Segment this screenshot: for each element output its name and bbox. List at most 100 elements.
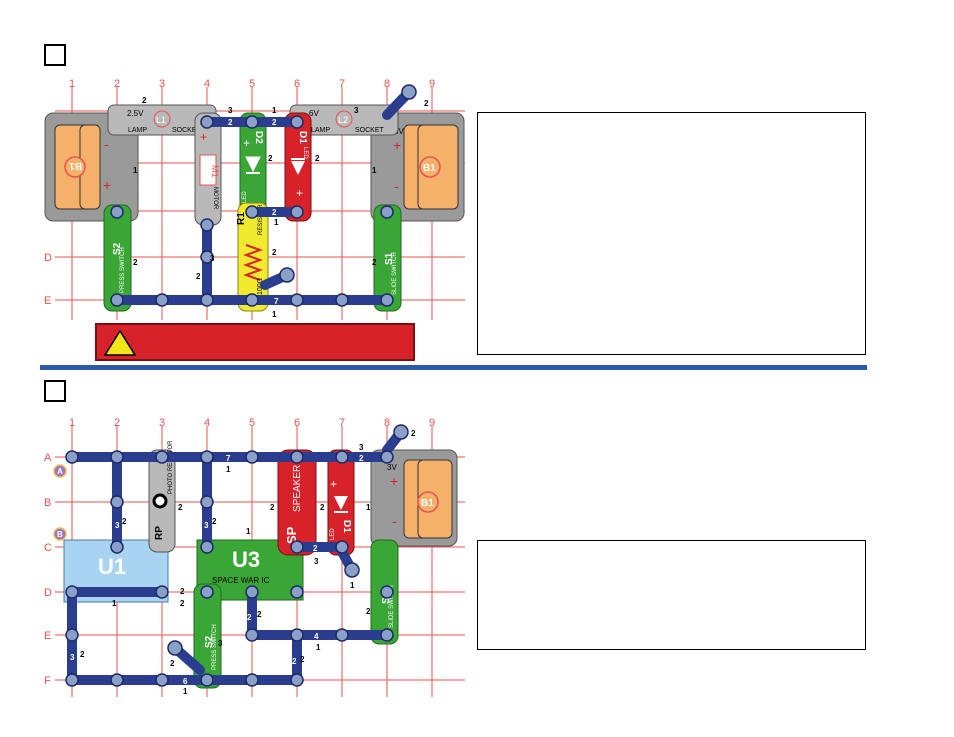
svg-text:2: 2 (411, 429, 416, 438)
svg-text:+: + (103, 177, 111, 193)
svg-text:2: 2 (228, 118, 233, 127)
svg-text:2: 2 (292, 657, 297, 666)
svg-text:2: 2 (424, 99, 429, 108)
col-label: 9 (429, 78, 435, 90)
battery-right: B1 + - 3V (370, 112, 465, 222)
svg-text:3: 3 (218, 639, 223, 648)
svg-text:2: 2 (268, 154, 273, 163)
svg-text:E: E (44, 630, 51, 642)
top-circuit-diagram: 1 2 3 4 5 6 7 8 9 D E B1 - + B1 + - 3V L… (44, 78, 465, 320)
svg-text:RP: RP (154, 526, 165, 540)
svg-text:6: 6 (183, 677, 188, 686)
svg-text:3: 3 (159, 417, 165, 429)
col-label: 1 (69, 78, 75, 90)
svg-text:A: A (57, 467, 63, 476)
svg-text:SOCKET: SOCKET (355, 127, 385, 134)
snap-points (65, 424, 409, 687)
svg-text:B1: B1 (423, 163, 436, 174)
marker-b: B (53, 527, 67, 541)
svg-text:F: F (44, 675, 51, 687)
svg-text:1: 1 (183, 687, 188, 696)
svg-text:1: 1 (316, 643, 321, 652)
svg-text:1: 1 (274, 218, 279, 227)
svg-text:2.5V: 2.5V (127, 109, 144, 118)
led-d1-red: D1 LED + (284, 112, 312, 222)
svg-text:2: 2 (270, 503, 275, 512)
notes-box-top (477, 112, 866, 355)
speaker-sp: SP SPEAKER (277, 449, 317, 556)
svg-text:B: B (57, 530, 63, 539)
col-label: 2 (114, 78, 120, 90)
svg-text:3: 3 (70, 653, 75, 662)
led-d1: D1 LED + (327, 449, 355, 556)
svg-text:3: 3 (359, 443, 364, 452)
svg-text:2: 2 (315, 154, 320, 163)
svg-text:3: 3 (314, 557, 319, 566)
col-label: 4 (204, 78, 210, 90)
svg-text:2: 2 (300, 655, 305, 664)
svg-text:PHOTO RESISTOR: PHOTO RESISTOR (168, 440, 174, 494)
svg-text:D: D (44, 587, 52, 599)
svg-text:7: 7 (226, 454, 231, 463)
snap-points (110, 84, 417, 307)
warning-banner (95, 323, 415, 361)
svg-text:-: - (104, 136, 109, 152)
svg-text:3: 3 (204, 521, 209, 530)
project-checkbox-bottom[interactable] (44, 380, 66, 402)
svg-text:2: 2 (257, 610, 262, 619)
svg-text:2: 2 (366, 607, 371, 616)
svg-text:2: 2 (80, 650, 85, 659)
svg-text:3: 3 (210, 254, 215, 263)
svg-text:3: 3 (354, 106, 359, 115)
svg-text:C: C (44, 542, 52, 554)
section-divider (40, 365, 867, 370)
svg-text:LED: LED (302, 147, 308, 159)
svg-text:RESISTOR: RESISTOR (258, 204, 264, 235)
col-label: 7 (339, 78, 345, 90)
svg-text:+: + (243, 136, 250, 150)
svg-text:+: + (330, 477, 337, 491)
svg-text:+: + (390, 473, 398, 489)
motor-m1: M1 MOTOR + (194, 112, 222, 226)
col-label: 8 (384, 78, 390, 90)
svg-text:2: 2 (272, 208, 277, 217)
svg-text:SLIDE SWITCH: SLIDE SWITCH (389, 585, 395, 628)
svg-text:LAMP: LAMP (128, 127, 147, 134)
svg-text:SLIDE SWITCH: SLIDE SWITCH (392, 252, 398, 295)
svg-text:S1: S1 (384, 252, 395, 265)
col-label: 6 (294, 78, 300, 90)
svg-text:M1: M1 (210, 165, 220, 178)
svg-text:8: 8 (384, 417, 390, 429)
row-label: E (44, 295, 51, 307)
svg-text:MOTOR: MOTOR (212, 187, 218, 210)
svg-text:U1: U1 (98, 554, 126, 579)
svg-text:LED: LED (330, 528, 336, 540)
svg-text:2: 2 (114, 417, 120, 429)
svg-text:SPACE WAR IC: SPACE WAR IC (212, 576, 270, 585)
svg-text:1: 1 (133, 166, 138, 175)
battery-left: B1 - + (44, 112, 139, 222)
svg-text:PRESS SWITCH: PRESS SWITCH (120, 247, 126, 293)
press-switch-s2: S2 PRESS SWITCH (103, 204, 132, 312)
svg-text:S2: S2 (112, 242, 123, 255)
press-switch-s2: S2 PRESS SWITCH (193, 583, 222, 689)
svg-text:L1: L1 (156, 115, 166, 125)
col-label: 3 (159, 78, 165, 90)
svg-text:1: 1 (272, 310, 277, 319)
svg-text:SP: SP (284, 526, 299, 544)
svg-text:2: 2 (180, 599, 185, 608)
marker-a: A (53, 464, 67, 478)
svg-text:D1: D1 (297, 131, 308, 144)
svg-text:3V: 3V (394, 127, 404, 136)
svg-text:7: 7 (339, 417, 345, 429)
svg-text:1: 1 (246, 527, 251, 536)
svg-text:B: B (44, 497, 51, 509)
svg-text:L2: L2 (338, 115, 348, 125)
svg-text:R1: R1 (236, 212, 247, 225)
svg-text:PRESS SWITCH: PRESS SWITCH (212, 624, 218, 670)
row-label: D (44, 252, 52, 264)
svg-text:5: 5 (249, 417, 255, 429)
svg-text:SPEAKER: SPEAKER (292, 465, 303, 512)
project-checkbox-top[interactable] (44, 44, 66, 66)
svg-text:1: 1 (350, 581, 355, 590)
